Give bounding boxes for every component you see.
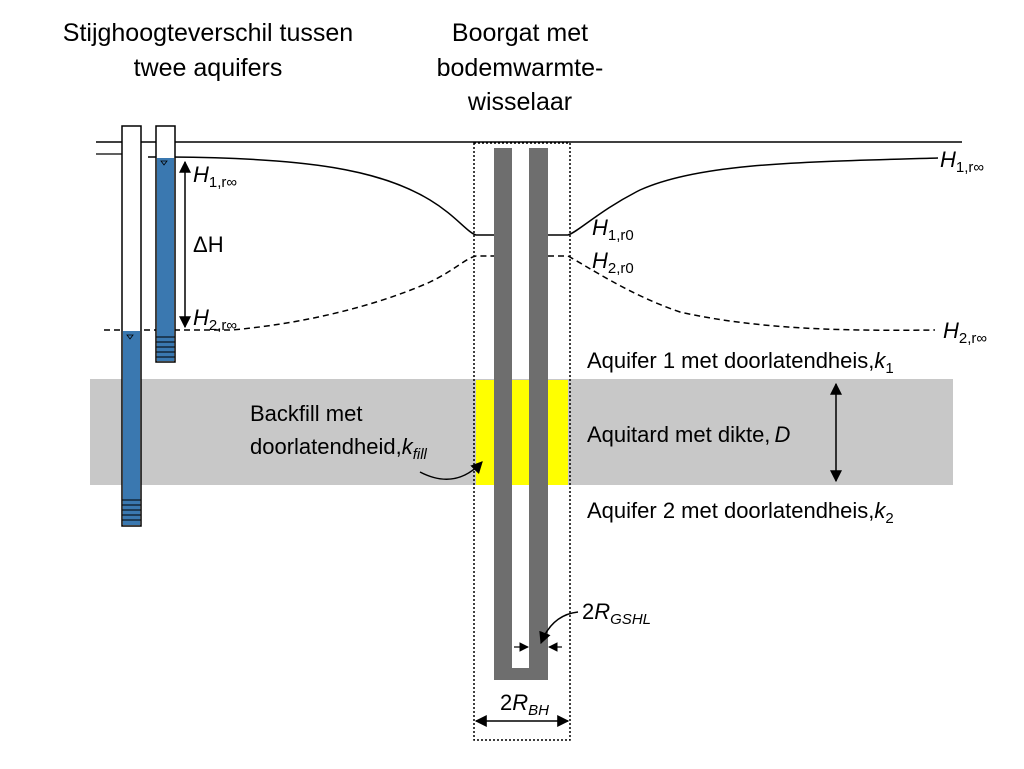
- backfill-leader: [419, 461, 483, 480]
- center-title-line-2: bodemwarmte-: [437, 54, 604, 82]
- left-title-line-2: twee aquifers: [134, 54, 283, 82]
- label-backfill-line-1: Backfill met: [250, 401, 362, 426]
- center-title-line-3: wisselaar: [467, 88, 572, 116]
- label-h2-rinf-right: H2,r∞: [943, 318, 987, 347]
- label-aquifer-1: Aquifer 1 met doorlatendheis,k1: [587, 348, 894, 377]
- piezometer-aquifer-1-screen: [156, 336, 175, 358]
- label-h1-rinf-left: H1,r∞: [193, 162, 237, 191]
- pipe-diameter-leader: [539, 611, 579, 645]
- label-h1-rinf-right: H1,r∞: [940, 147, 984, 176]
- left-title-line-1: Stijghoogteverschil tussen: [63, 19, 353, 47]
- label-aquitard: Aquitard met dikte,D: [587, 422, 790, 447]
- piezometer-aquifer-1-water: [157, 158, 174, 361]
- water-level-marker-aquifer-2: [126, 334, 134, 340]
- piezometer-aquifer-2-screen: [122, 499, 141, 521]
- center-title-line-1: Boorgat met: [452, 19, 588, 47]
- label-2r-gshl: 2RGSHL: [582, 599, 651, 628]
- label-delta-h: ΔH: [193, 232, 224, 257]
- water-level-marker-aquifer-1: [160, 160, 168, 166]
- borehole-outline: [473, 142, 571, 741]
- label-h2-r0: H2,r0: [592, 248, 634, 277]
- piezometer-aquifer-2-water: [123, 331, 140, 525]
- head-curve-aquifer-1: [148, 156, 939, 236]
- label-2r-bh: 2RBH: [500, 690, 549, 719]
- label-h1-r0: H1,r0: [592, 215, 634, 244]
- u-pipe-heat-exchanger: [494, 148, 548, 680]
- label-h2-rinf-left: H2,r∞: [193, 305, 237, 334]
- label-aquifer-2: Aquifer 2 met doorlatendheis,k2: [587, 498, 894, 527]
- backfill-zone: [476, 380, 568, 485]
- label-backfill-line-2: doorlatendheid,kfill: [250, 434, 428, 463]
- head-curve-aquifer-2: [104, 255, 936, 332]
